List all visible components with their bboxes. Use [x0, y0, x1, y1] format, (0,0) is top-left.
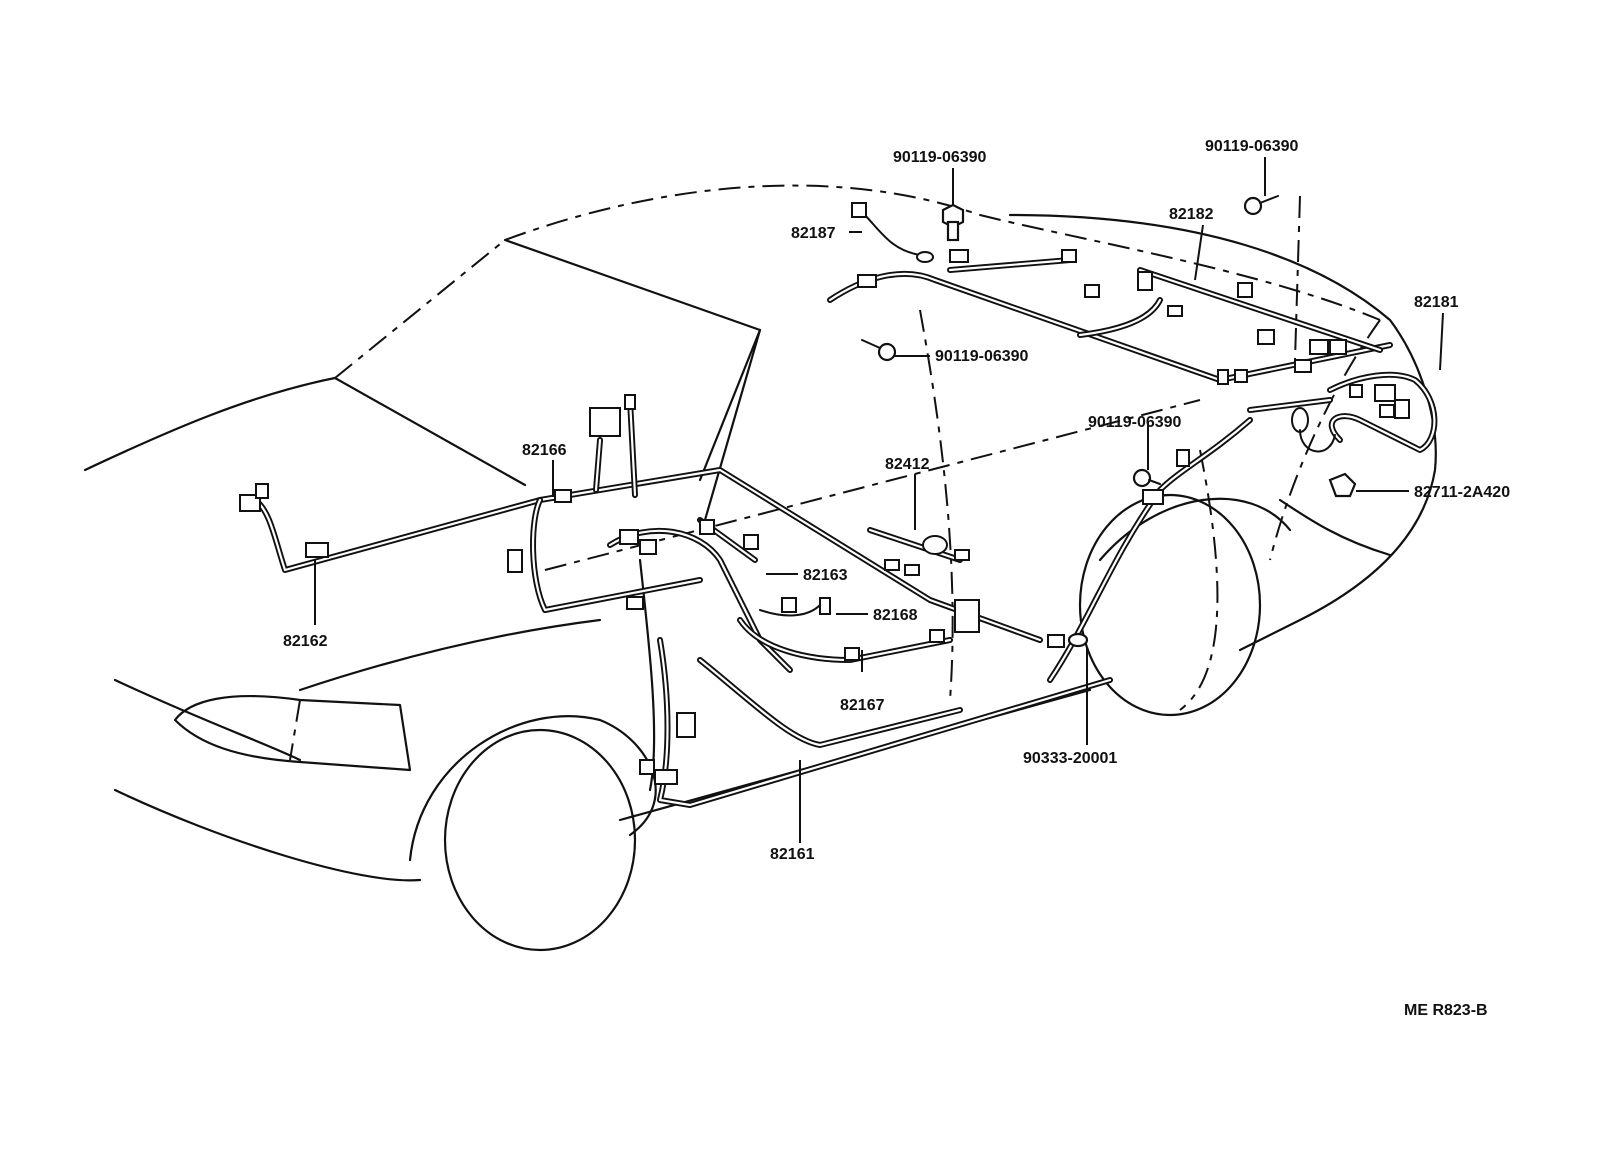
label-82182: 82182: [1169, 206, 1214, 223]
label-82711-2a420: 82711-2A420: [1414, 484, 1510, 501]
harness-82181: [1247, 371, 1438, 453]
harness-82412: [867, 527, 970, 576]
bolt-90119-mid-part: [861, 339, 897, 362]
label-82187: 82187: [791, 225, 836, 242]
label-90333-20001: 90333-20001: [1023, 750, 1117, 767]
label-90119-06390-right: 90119-06390: [1088, 414, 1182, 431]
harness-82166: [507, 394, 1043, 643]
harness-82182: [827, 249, 1393, 385]
leader-lines: [314, 157, 1444, 843]
harness-82162: [239, 483, 543, 573]
grommet-82711-part: [1328, 472, 1357, 498]
harness-82167: [737, 599, 980, 663]
label-90119-06390-mid: 90119-06390: [935, 348, 1029, 365]
label-82166: 82166: [522, 442, 567, 459]
harness-82187: [851, 202, 934, 263]
harness-82161: [639, 417, 1253, 808]
label-82181: 82181: [1414, 294, 1459, 311]
bolt-90119-right-part: [1132, 468, 1161, 488]
label-90119-06390-top: 90119-06390: [893, 149, 987, 166]
label-82167: 82167: [840, 697, 885, 714]
label-82163: 82163: [803, 567, 848, 584]
label-82161: 82161: [770, 846, 815, 863]
bolt-90119-top-part: [941, 203, 965, 242]
diagram-reference-code: ME R823-B: [1404, 1002, 1488, 1019]
label-82162: 82162: [283, 633, 328, 650]
harness-82168: [759, 597, 831, 617]
label-82168: 82168: [873, 607, 918, 624]
label-90119-06390-topright: 90119-06390: [1205, 138, 1299, 155]
bolt-90119-topright-part: [1243, 195, 1279, 216]
harness-82163: [607, 517, 793, 673]
clip-90333-part: [1067, 632, 1089, 648]
label-82412: 82412: [885, 456, 930, 473]
